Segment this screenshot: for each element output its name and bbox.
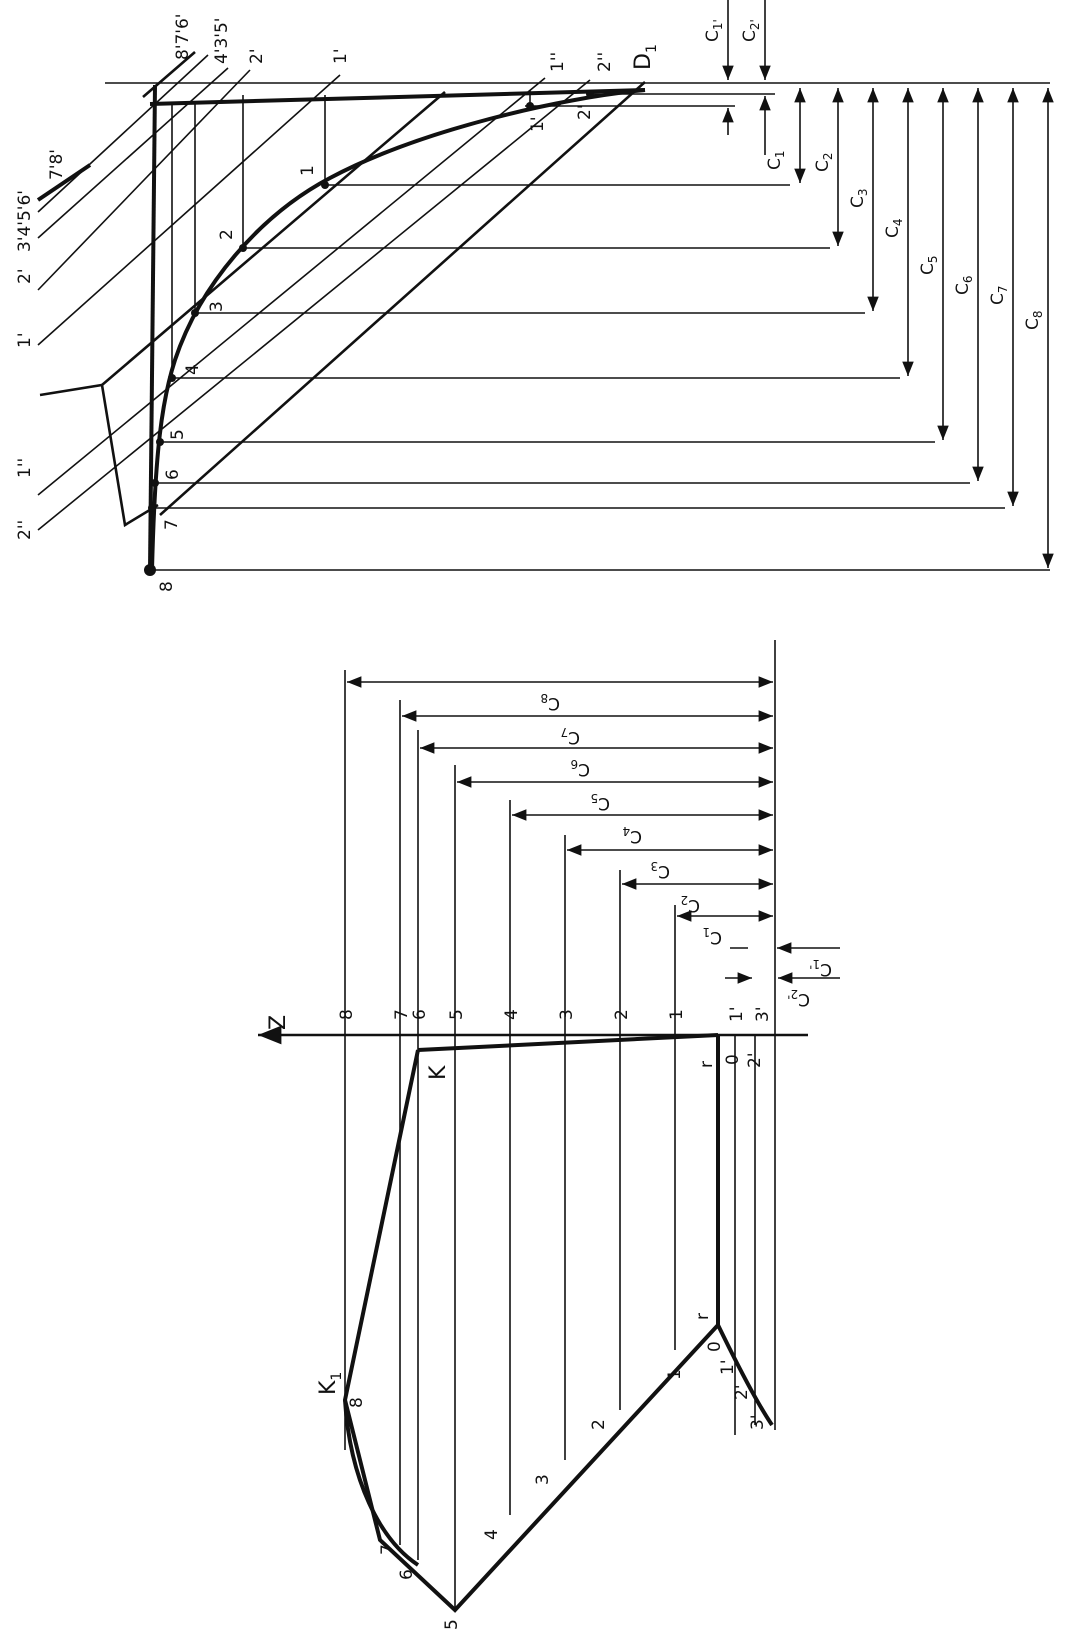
r-label-bottom: r — [693, 1313, 713, 1320]
tick-1: 1 — [667, 1009, 687, 1020]
pt-5: 5 — [168, 429, 188, 440]
pt-1pp: 1'' — [548, 52, 568, 72]
curve-6: 6 — [397, 1569, 417, 1580]
dim-b-label-c5: C5 — [590, 791, 610, 813]
small-1p: 1' — [718, 1360, 738, 1376]
tick-1p: 1' — [727, 1007, 747, 1023]
dim-b-label-c1p: C1' — [809, 957, 832, 979]
pt-8: 8 — [157, 581, 177, 592]
bottom-projection: 8 7 6 5 4 3 2 1 1' 3' r r 0 2' 1 2 3 4 5… — [258, 640, 840, 1630]
tick-5: 5 — [447, 1009, 467, 1020]
top-projection: 1 2 3 4 5 6 7 8 1' 2' 1'' 2'' 8'7'6' 4'3… — [15, 0, 1054, 592]
cluster-mid: 4'3'5' — [212, 18, 232, 64]
curve-2: 2 — [589, 1419, 609, 1430]
label-2p-top: 2' — [247, 49, 267, 65]
left-contour — [39, 383, 159, 528]
outline — [342, 1049, 720, 1613]
inner-0: 0 — [723, 1054, 743, 1065]
top-edge — [149, 88, 646, 106]
small-0: 0 — [705, 1341, 725, 1352]
upper-stub — [142, 51, 196, 98]
dim-b-label-c4: C4 — [622, 824, 642, 846]
left-row1: 3'4'5'6' — [15, 190, 35, 252]
left-row5: 2'' — [15, 520, 35, 540]
curve-3: 3 — [533, 1474, 553, 1485]
ray-2p — [37, 69, 251, 291]
curve-dots — [144, 90, 594, 576]
pt-1p: 1' — [528, 117, 548, 133]
pt-2p: 2' — [575, 105, 595, 121]
long-diagonal — [159, 81, 646, 516]
k-label: K — [426, 1065, 451, 1080]
pt-3: 3 — [207, 301, 227, 312]
k-line — [417, 1033, 719, 1052]
dim-b-label-c3: C3 — [650, 859, 670, 881]
cluster-top: 8'7'6' — [173, 14, 193, 60]
left-stack: 7'8' — [47, 149, 67, 180]
dim-b-label-c2p: C2' — [787, 987, 810, 1009]
tick-4: 4 — [502, 1009, 522, 1020]
dim-b-label-c1: C1 — [702, 925, 722, 947]
dim-label-c2: C2 — [813, 152, 835, 172]
k1-label: K1 — [316, 1372, 345, 1395]
vertical-axis — [148, 84, 157, 571]
tick-7: 7 — [392, 1009, 412, 1020]
upper-left-stub — [36, 163, 92, 202]
dim-b-label-c2: C2 — [680, 893, 700, 915]
left-row4: 1'' — [15, 458, 35, 478]
inner-2p: 2' — [745, 1053, 765, 1069]
tick-3: 3 — [557, 1009, 577, 1020]
dim-b-label-c6: C6 — [570, 757, 590, 779]
curve-1: 1 — [665, 1369, 685, 1380]
k1-curve — [343, 1399, 420, 1567]
dim-b-label-c8: C8 — [540, 691, 560, 713]
r-label-top: r — [697, 1061, 717, 1068]
dim-label-c8: C8 — [1023, 310, 1045, 330]
dim-label-c7: C7 — [988, 285, 1010, 305]
pt-4: 4 — [183, 364, 203, 375]
dim-label-c5: C5 — [918, 255, 940, 275]
curve-8: 8 — [347, 1397, 367, 1408]
ray-3456b — [37, 67, 229, 239]
main-curve — [150, 88, 646, 571]
bottom-dimensions — [347, 676, 840, 984]
dim-label-c2p: C2' — [740, 19, 762, 42]
dim-label-c3: C3 — [848, 188, 870, 208]
left-row2: 2' — [15, 269, 35, 285]
label-1p-top: 1' — [331, 49, 351, 65]
top-dimensions — [722, 0, 1054, 568]
tick-8: 8 — [337, 1009, 357, 1020]
curve-5: 5 — [442, 1619, 462, 1630]
pt-1: 1 — [298, 165, 318, 176]
pt-7: 7 — [162, 519, 182, 530]
left-row3: 1' — [15, 333, 35, 349]
pt-6: 6 — [163, 469, 183, 480]
dim-label-c1: C1 — [765, 150, 787, 170]
small-3p: 3' — [748, 1415, 768, 1431]
ray-1p — [37, 74, 341, 346]
small-curve — [716, 1324, 774, 1427]
pt-2pp: 2'' — [595, 52, 615, 72]
curve-7: 7 — [378, 1544, 398, 1555]
ray-3456 — [37, 54, 209, 213]
tick-2: 2 — [612, 1009, 632, 1020]
ray-1pp — [37, 77, 546, 496]
dim-b-label-c7: C7 — [560, 725, 580, 747]
curve-4: 4 — [482, 1529, 502, 1540]
dim-label-c4: C4 — [883, 218, 905, 238]
small-2p: 2' — [732, 1385, 752, 1401]
tick-6: 6 — [410, 1009, 430, 1020]
tick-3p: 3' — [753, 1007, 773, 1023]
dim-label-c6: C6 — [953, 275, 975, 295]
z-label: Z — [266, 1015, 291, 1030]
ray-2pp — [37, 79, 591, 531]
apex-d1: D1 — [631, 44, 660, 70]
pt-2: 2 — [217, 229, 237, 240]
short-diagonal — [101, 91, 446, 386]
dim-label-c1p: C1' — [703, 19, 725, 42]
